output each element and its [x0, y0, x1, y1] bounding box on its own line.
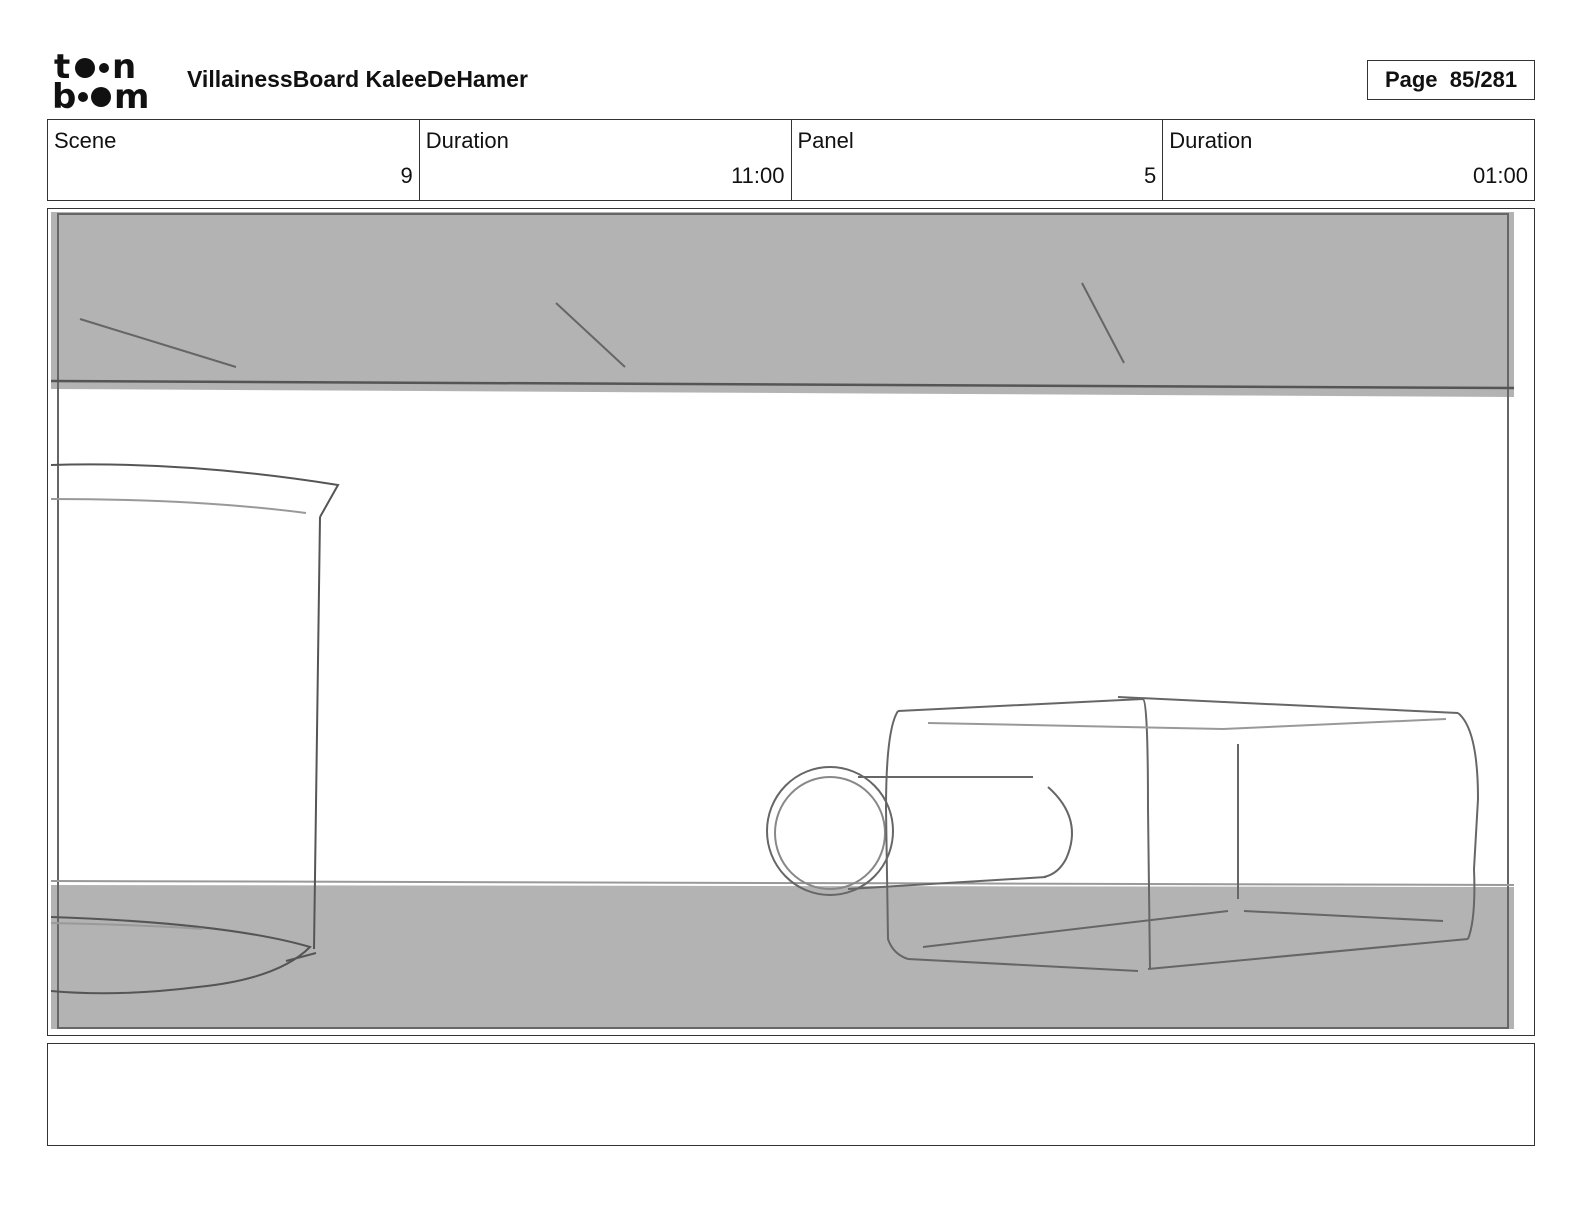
panel-info-row: Scene 9 Duration 11:00 Panel 5 Duration …	[47, 119, 1535, 201]
sketch-stroke	[555, 302, 626, 368]
floor-band	[51, 885, 1514, 1029]
floor-line	[50, 880, 1515, 886]
panel-sketch	[50, 212, 1530, 1031]
page-indicator: Page 85/281	[1367, 60, 1535, 100]
bottle-sketch	[766, 696, 1480, 972]
svg-text:m: m	[114, 77, 149, 112]
panel-duration-label: Duration	[1169, 128, 1253, 153]
project-title: VillainessBoard KaleeDeHamer	[187, 66, 528, 92]
scene-duration-cell: Duration 11:00	[420, 120, 792, 200]
panel-value: 5	[1144, 163, 1157, 188]
panel-duration-value: 01:00	[1472, 163, 1528, 188]
top-shadow-band	[51, 212, 1514, 397]
inner-frame	[57, 213, 1509, 1029]
panel-label: Panel	[797, 128, 854, 153]
toon-boom-logo: t n b m	[52, 47, 164, 117]
toon-boom-logo-mark: t n b m	[52, 47, 149, 117]
scene-duration-label: Duration	[425, 128, 509, 153]
scene-cell: Scene 9	[48, 120, 420, 200]
panel-duration-cell: Duration 01:00	[1163, 120, 1534, 200]
panel-cell: Panel 5	[792, 120, 1164, 200]
cup-sketch	[50, 463, 340, 995]
caption-box	[47, 1043, 1535, 1146]
sketch-stroke	[1081, 282, 1125, 364]
svg-text:n: n	[112, 50, 136, 87]
scene-label: Scene	[54, 128, 117, 153]
scene-value: 9	[400, 163, 413, 188]
shelf-edge-line	[50, 379, 1515, 390]
sketch-stroke	[79, 318, 237, 368]
page-value: 85/281	[1449, 67, 1518, 92]
svg-text:b: b	[52, 77, 76, 112]
svg-text:t: t	[54, 50, 70, 87]
storyboard-panel	[47, 208, 1535, 1036]
page-label: Page	[1384, 67, 1438, 92]
scene-duration-value: 11:00	[731, 163, 785, 188]
